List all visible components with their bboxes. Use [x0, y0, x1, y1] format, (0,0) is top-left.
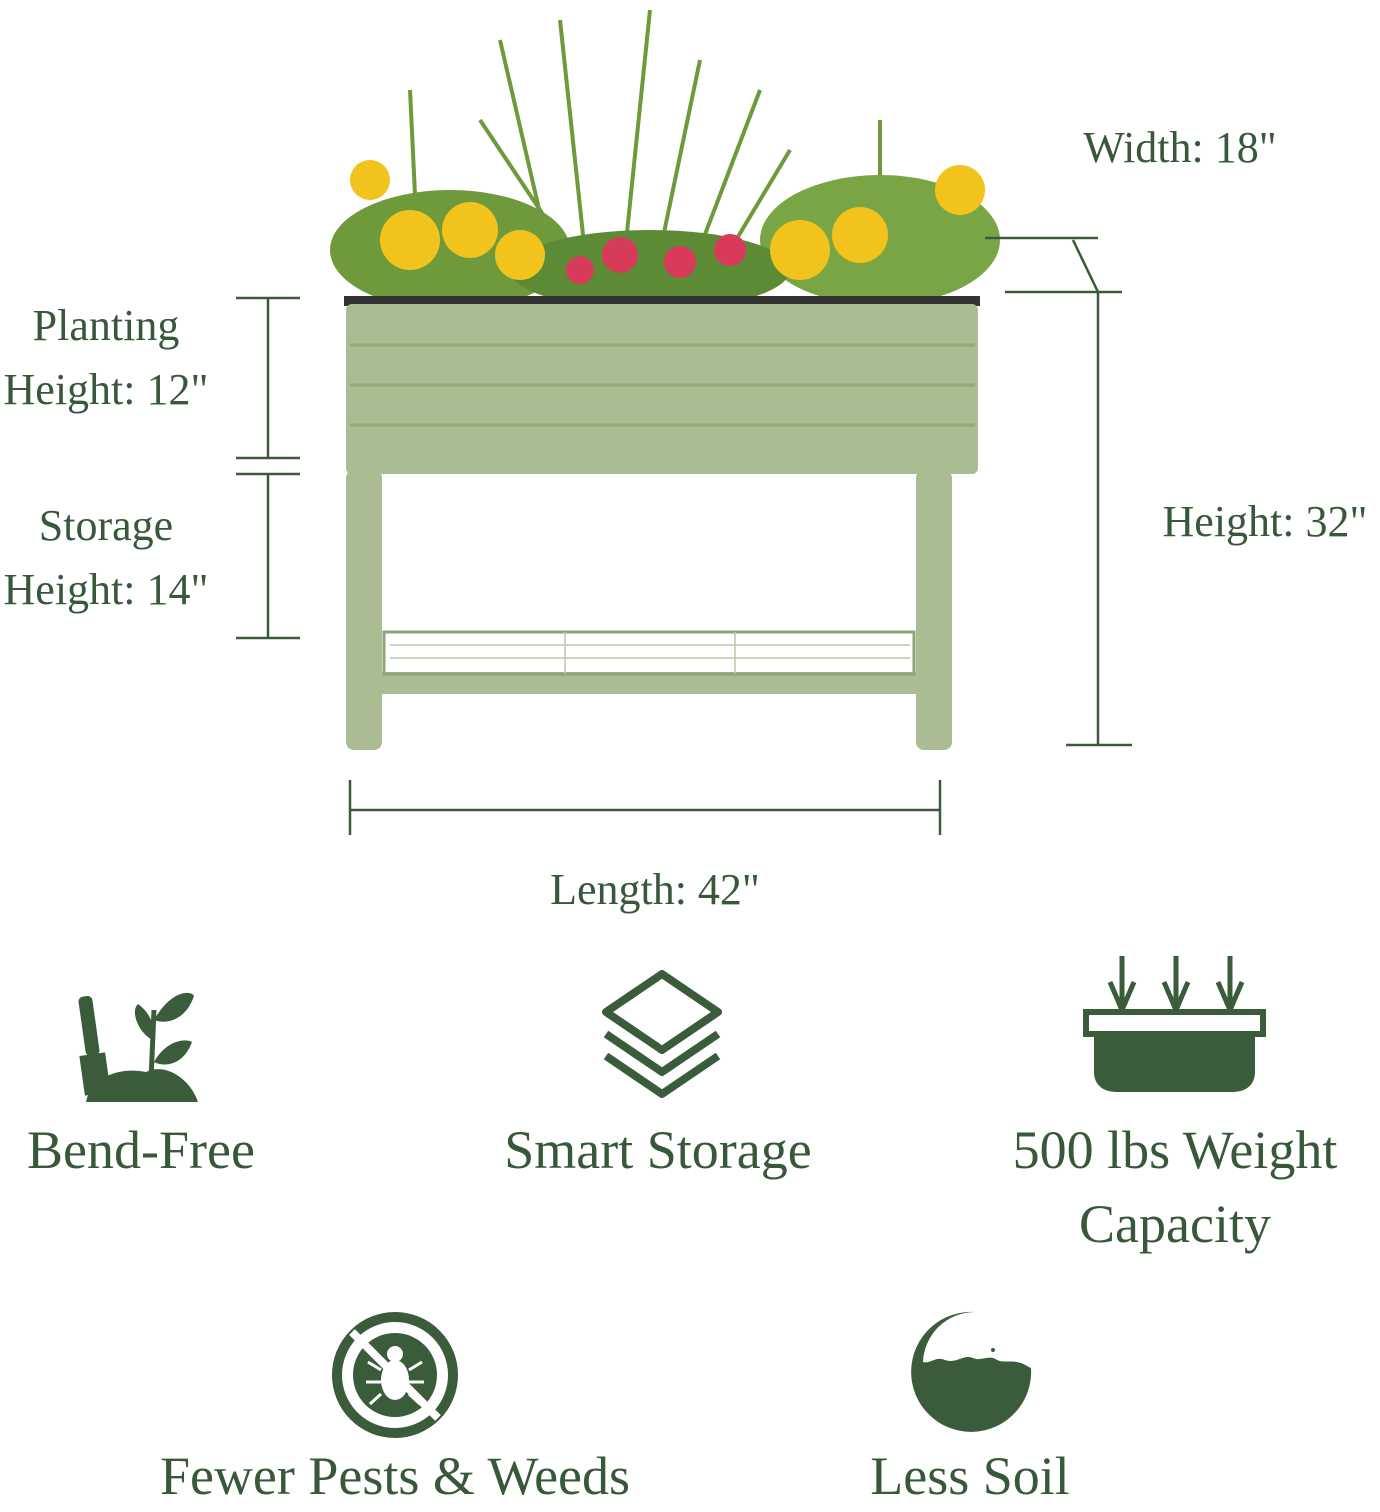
- dimension-lines: [236, 236, 1132, 835]
- height-label: Height: 32": [1162, 497, 1368, 546]
- no-bug-icon: [332, 1312, 458, 1438]
- feature-label-weight-line2: Capacity: [1079, 1194, 1271, 1254]
- planter: [344, 296, 980, 750]
- soil-icon: [911, 1311, 1032, 1432]
- planter-pot-icon: [1083, 956, 1266, 1092]
- planting-height-label-line2: Height: 12": [3, 365, 209, 414]
- feature-label-fewer-pests: Fewer Pests & Weeds: [159, 1446, 631, 1506]
- width-label: Width: 18": [1083, 123, 1277, 172]
- feature-label-bend-free: Bend-Free: [27, 1120, 255, 1180]
- plants: [330, 9, 1000, 310]
- storage-height-label-line1: Storage: [38, 501, 174, 550]
- feature-label-weight-line1: 500 lbs Weight: [1012, 1120, 1338, 1180]
- length-label: Length: 42": [550, 865, 760, 914]
- planting-height-label-line1: Planting: [32, 301, 180, 350]
- storage-height-label-line2: Height: 14": [3, 565, 209, 614]
- feature-label-smart-storage: Smart Storage: [504, 1120, 812, 1180]
- layers-icon: [602, 970, 722, 1098]
- shovel-sprout-icon: [78, 992, 198, 1102]
- feature-label-less-soil: Less Soil: [870, 1446, 1070, 1506]
